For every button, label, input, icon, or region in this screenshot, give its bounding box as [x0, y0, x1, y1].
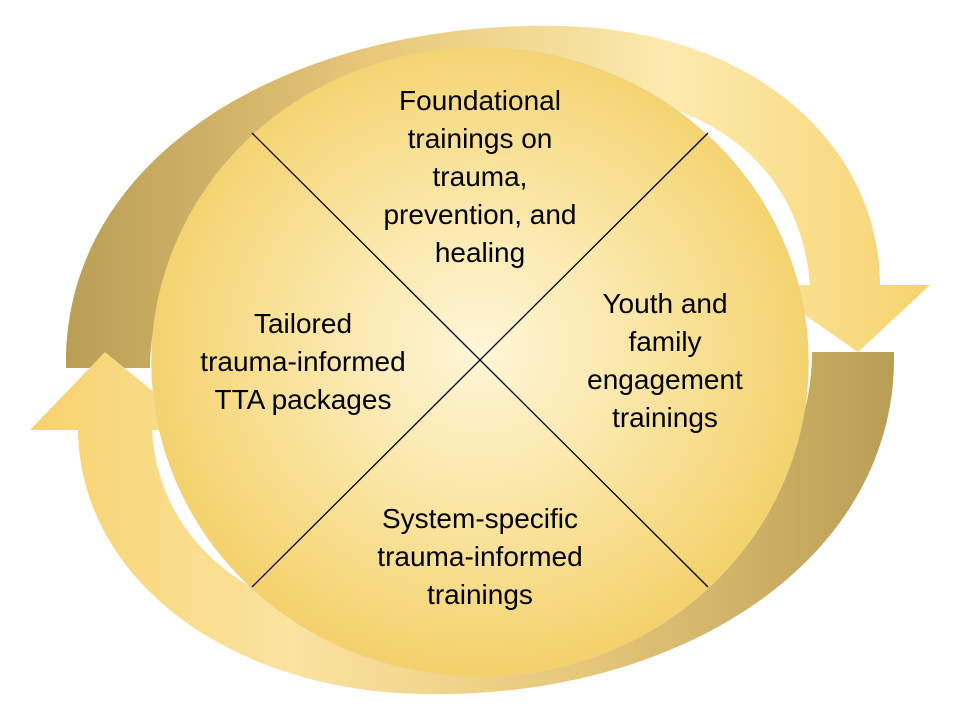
- center-circle: [151, 47, 809, 677]
- segment-label-system-specific-trainings: System-specific trauma-informed training…: [377, 503, 583, 610]
- segment-label-youth-family-engagement: Youth and family engagement trainings: [587, 288, 743, 433]
- segment-label-foundational-trainings: Foundational trainings on trauma, preven…: [383, 85, 577, 268]
- divider-line-ascending: [251, 132, 709, 588]
- segment-label-tailored-tta-packages: Tailored trauma-informed TTA packages: [200, 308, 406, 415]
